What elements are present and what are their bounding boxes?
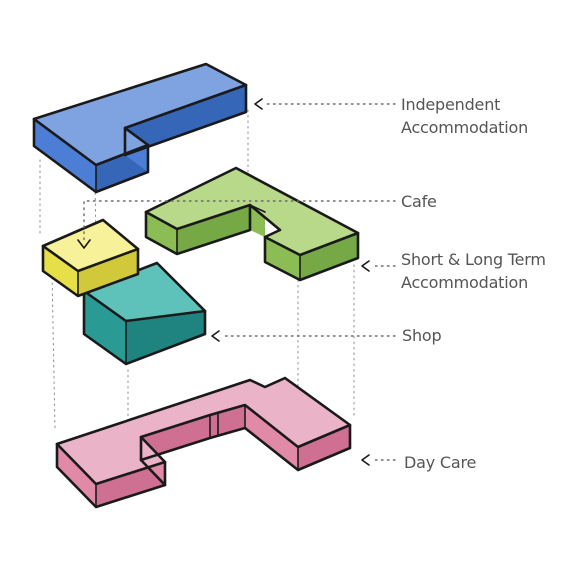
day-care-arrow-icon xyxy=(361,454,370,466)
independent-arrow-icon xyxy=(254,98,263,110)
short-long-top xyxy=(146,168,358,255)
independent-side2 xyxy=(125,85,246,155)
block-independent xyxy=(32,62,248,194)
block-day-care xyxy=(55,376,352,509)
short-long-arrow-icon xyxy=(361,260,370,272)
cafe-arrow-icon xyxy=(77,239,91,249)
day-care-side xyxy=(96,462,165,507)
short-long-side2 xyxy=(300,233,358,280)
independent-top xyxy=(34,64,246,165)
day-care-front3 xyxy=(245,405,298,470)
block-short-long xyxy=(144,166,360,282)
label-cafe: Cafe xyxy=(401,192,437,211)
shop-arrow-icon xyxy=(211,330,220,342)
day-care-top xyxy=(57,378,350,484)
short-long-front xyxy=(146,212,177,254)
label-shop: Shop xyxy=(402,326,442,345)
label-short-long: Short & Long Term Accommodation xyxy=(401,250,546,292)
cafe-front xyxy=(43,246,78,296)
day-care-side4 xyxy=(298,425,350,470)
cafe-leader xyxy=(83,200,396,241)
cafe-top xyxy=(43,220,138,271)
day-care-front xyxy=(57,444,96,507)
cafe-side xyxy=(78,249,138,296)
label-independent: Independent Accommodation xyxy=(401,95,529,137)
label-leaders xyxy=(211,98,396,466)
short-long-front2 xyxy=(265,237,300,280)
short-long-side xyxy=(177,205,250,254)
block-cafe xyxy=(41,218,140,298)
shop-front xyxy=(84,291,126,364)
independent-front xyxy=(34,119,96,192)
drop-line xyxy=(51,271,56,431)
label-day-care: Day Care xyxy=(404,453,477,472)
block-shop xyxy=(82,261,207,366)
shop-top xyxy=(84,263,205,321)
day-care-side2 xyxy=(141,415,210,460)
shop-side xyxy=(126,311,205,364)
